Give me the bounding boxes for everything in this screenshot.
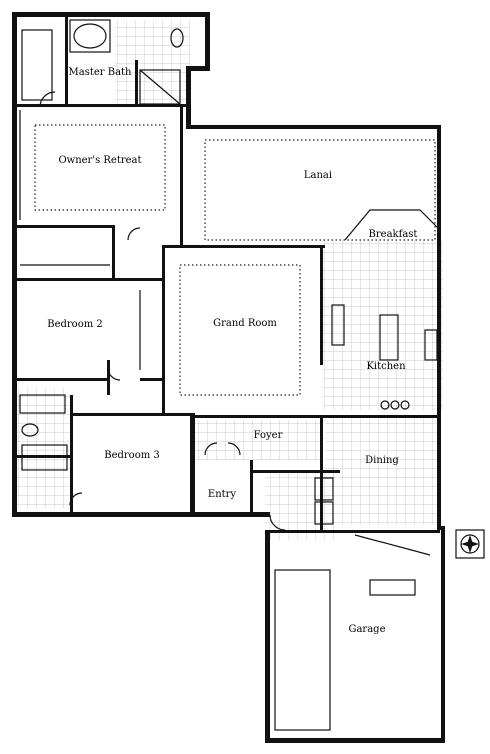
- room-label-owners-retreat: Owner's Retreat: [58, 155, 141, 166]
- room-label-breakfast: Breakfast: [369, 229, 418, 240]
- interior-walls: [17, 17, 440, 533]
- kitchen-tile-floor: [323, 240, 443, 410]
- compass-rose-icon: [455, 529, 485, 559]
- dining-tile-floor: [325, 415, 440, 525]
- room-label-entry: Entry: [208, 489, 237, 500]
- room-label-dining: Dining: [365, 455, 399, 466]
- room-label-foyer: Foyer: [254, 430, 283, 441]
- room-label-master-bath: Master Bath: [69, 67, 133, 78]
- room-label-bedroom-2: Bedroom 2: [47, 319, 103, 330]
- room-label-lanai: Lanai: [304, 170, 332, 181]
- room-label-bedroom-3: Bedroom 3: [104, 450, 160, 461]
- fixtures: [19, 19, 441, 731]
- room-label-kitchen: Kitchen: [366, 361, 406, 372]
- laundry-tile-floor: [265, 470, 335, 540]
- master-bath-tile-floor: [115, 20, 190, 105]
- ceiling-details: [34, 124, 436, 396]
- foyer-tile-floor: [195, 420, 320, 460]
- room-label-garage: Garage: [348, 624, 385, 635]
- room-label-grand-room: Grand Room: [213, 318, 277, 329]
- exterior-walls: [12, 12, 445, 743]
- hall-bath-tile-floor: [15, 388, 70, 508]
